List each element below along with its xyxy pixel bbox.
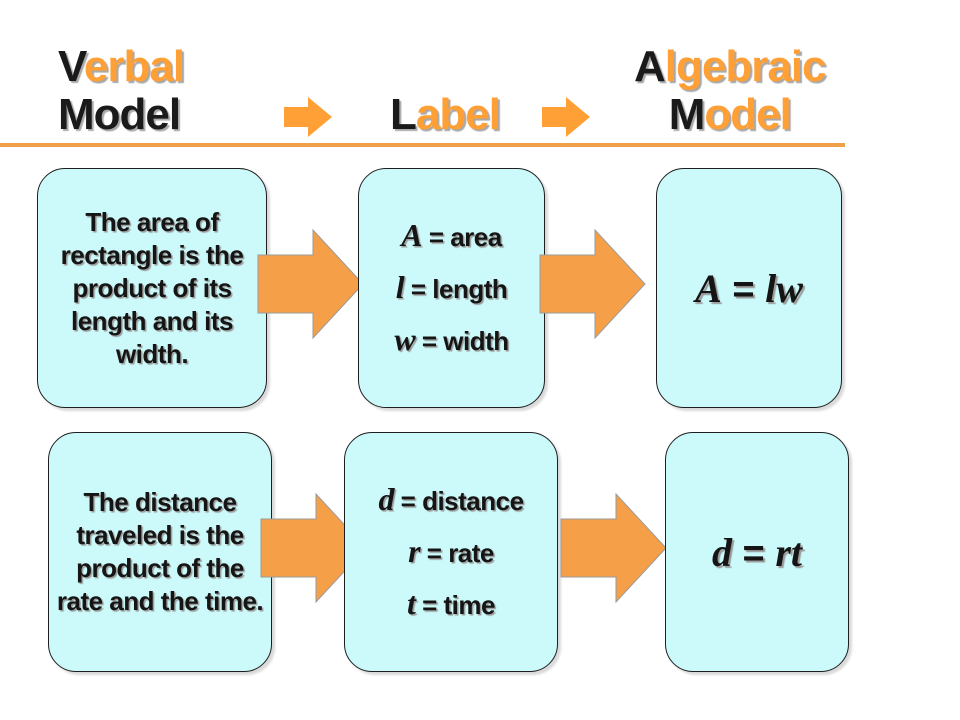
header-model-word: Model bbox=[58, 90, 181, 139]
formula-eq: = bbox=[721, 268, 766, 311]
label-var: w bbox=[394, 321, 416, 357]
header-model-initial: M bbox=[668, 90, 706, 139]
formula-eq: = bbox=[732, 532, 776, 575]
header-arrow-icon-2 bbox=[542, 97, 590, 137]
arrow-icon-row1-b bbox=[539, 228, 646, 340]
label-var: d bbox=[378, 481, 394, 517]
label-def: = rate bbox=[420, 538, 495, 568]
label-def: = area bbox=[422, 222, 502, 252]
header-algebraic-model: Algebraic Model bbox=[634, 42, 827, 139]
formula-2: d = rt bbox=[712, 529, 802, 576]
header-algebraic-initial: A bbox=[634, 42, 666, 91]
formula-left: A bbox=[695, 265, 722, 311]
header-model-rest: odel bbox=[704, 90, 791, 139]
algebraic-model-box-2: d = rt bbox=[665, 432, 849, 672]
label-def: = time bbox=[415, 590, 495, 620]
header-verbal-rest: erbal bbox=[83, 42, 185, 91]
arrow-icon-row1-a bbox=[257, 228, 364, 340]
header-arrow-icon-1 bbox=[284, 97, 332, 137]
header-divider bbox=[0, 143, 845, 147]
label-def: = width bbox=[415, 326, 509, 356]
header-verbal-model: Verbal Model bbox=[58, 42, 185, 139]
formula-left: d bbox=[712, 529, 732, 575]
label-line: A = area bbox=[401, 210, 502, 262]
formula-1: A = lw bbox=[695, 265, 803, 312]
label-var: r bbox=[408, 533, 421, 569]
label-line: l = length bbox=[396, 262, 508, 314]
formula-right: rt bbox=[775, 529, 802, 575]
verbal-model-text-1: The area of rectangle is the product of … bbox=[60, 206, 244, 369]
label-def: = distance bbox=[393, 486, 524, 516]
header-label: Label bbox=[390, 90, 501, 139]
header-label-rest: abel bbox=[415, 90, 501, 139]
label-box-1: A = area l = length w = width bbox=[358, 168, 545, 408]
label-line: d = distance bbox=[378, 474, 524, 526]
label-var: A bbox=[401, 217, 423, 253]
header-label-initial: L bbox=[390, 90, 417, 139]
algebraic-model-box-1: A = lw bbox=[656, 168, 842, 408]
label-line: t = time bbox=[407, 578, 495, 630]
label-def: = length bbox=[404, 274, 508, 304]
label-box-2: d = distance r = rate t = time bbox=[344, 432, 558, 672]
verbal-model-text-2: The distance traveled is the product of … bbox=[56, 487, 264, 616]
arrow-icon-row2-b bbox=[560, 492, 667, 604]
verbal-model-box-1: The area of rectangle is the product of … bbox=[37, 168, 267, 408]
label-line: w = width bbox=[394, 314, 509, 366]
header-verbal-initial: V bbox=[58, 42, 85, 91]
label-var: l bbox=[395, 269, 405, 305]
label-line: r = rate bbox=[408, 526, 494, 578]
label-var: t bbox=[407, 585, 416, 621]
header-algebraic-rest: lgebraic bbox=[664, 42, 827, 91]
arrow-icon-row2-a bbox=[260, 492, 367, 604]
formula-right: lw bbox=[765, 265, 803, 311]
verbal-model-box-2: The distance traveled is the product of … bbox=[48, 432, 272, 672]
